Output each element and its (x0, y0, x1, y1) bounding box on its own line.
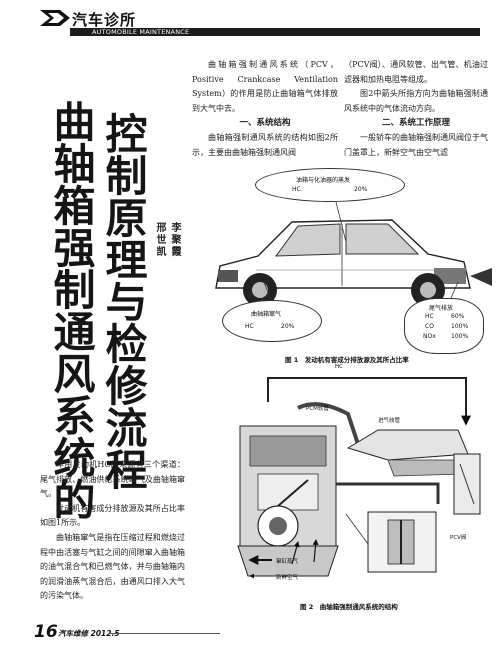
crank-label: 曲轴箱窜气 (251, 311, 282, 318)
header-bar (70, 28, 480, 36)
exhaust-label: 尾气排放 (429, 305, 454, 312)
fig2-pcv-valve-label: PCV阀 (450, 535, 467, 541)
callout-fuel-evaporation: 油箱与化油器的蒸发 HC 20% (255, 168, 405, 202)
fuel-evap-label: 油箱与化油器的蒸发 (296, 177, 351, 184)
author-1: 李聚霞 (169, 222, 180, 258)
crank-hc: HC (245, 323, 254, 330)
callout-crankcase-blowby: 曲轴箱窜气 HC 20% (222, 300, 322, 342)
fig2-legend-blowby: 窜缸蒸气 (276, 559, 299, 565)
left-paragraph2: 发动机有害成分排放源及其所占比率如图1所示。 (40, 503, 185, 528)
ex-nox: NOx (423, 333, 436, 340)
ex-co-pct: 100% (451, 323, 469, 330)
figure2-caption: 图 2 曲轴箱强制通风系统的结构 (300, 603, 398, 611)
body-column-b: （PCV阀）、通风软管、出气管、机油过滤器和加热电阻等组成。 图2中箭头所指方向… (344, 58, 488, 160)
header-arrow-logo-icon (40, 10, 70, 26)
ex-hc-pct: 60% (451, 313, 465, 320)
section-title: 汽车诊所 (72, 11, 137, 29)
figure1-car-diagram (215, 201, 492, 307)
page-number: 16 (34, 622, 58, 642)
ex-co: CO (425, 323, 434, 330)
section2-paragraph: 一般轿车的曲轴箱强制通风阀位于气门盖罩上，新鲜空气由空气滤 (344, 132, 488, 157)
fig2-hc-label: HC (335, 364, 343, 370)
article-title-line2: 控制原理与检修流程 (99, 112, 148, 490)
article-authors: 李聚霞 邢世凯 (152, 222, 182, 258)
fuel-evap-hc: HC (292, 186, 301, 193)
intro-paragraph: 曲轴箱强制通风系统（PCV，Positive Crankcase Ventila… (192, 60, 338, 113)
left-paragraph3: 曲轴箱窜气是指在压缩过程和燃烧过程中由活塞与气缸之间的间隙窜入曲轴箱的油气混合气… (40, 532, 185, 601)
body-column-left: 车用发动机HC的来源有三个渠道：尾气排放、燃油供给系统窜气及曲轴箱窜气。 发动机… (40, 458, 185, 604)
author-2: 邢世凯 (154, 222, 165, 258)
col-b-paragraph2: 图2中箭头所指方向为曲轴箱强制通风系统中的气体流动方向。 (344, 89, 488, 113)
col-b-paragraph1: （PCV阀）、通风软管、出气管、机油过滤器和加热电阻等组成。 (344, 60, 488, 84)
ex-nox-pct: 100% (451, 333, 469, 340)
fig2-intake-manifold-label: 进气歧管 (378, 418, 401, 424)
section-subtitle: AUTOMOBILE MAINTENANCE (92, 28, 190, 36)
section1-paragraph: 曲轴箱强制通风系统的结构如图2所示，主要由曲轴箱强制通风阀 (192, 132, 338, 157)
left-paragraph1: 车用发动机HC的来源有三个渠道：尾气排放、燃油供给系统窜气及曲轴箱窜气。 (40, 460, 185, 499)
callout-exhaust-emission: 尾气排放 HC 60% CO 100% NOx 100% (404, 298, 484, 354)
figure1-caption: 图 1 发动机有害成分排放源及其所占比率 (285, 356, 409, 364)
section2-heading: 二、系统工作原理 (381, 118, 450, 129)
crank-hc-pct: 20% (281, 323, 295, 330)
ex-hc: HC (425, 313, 434, 320)
magazine-issue: 汽车维修 2012.5 (58, 629, 120, 638)
figure2-pcv-diagram (237, 377, 481, 579)
body-column-a: 曲轴箱强制通风系统（PCV，Positive Crankcase Ventila… (192, 58, 338, 160)
fig2-legend-fresh-air: 新鲜空气 (276, 575, 299, 581)
fig2-pcm-hose-label: PCM软管 (306, 406, 329, 412)
fuel-evap-hc-pct: 20% (354, 186, 368, 193)
section1-heading: 一、系统结构 (239, 118, 291, 129)
article-title-line1: 曲轴箱强制通风系统的 (47, 100, 96, 520)
footer-rule (110, 633, 220, 634)
